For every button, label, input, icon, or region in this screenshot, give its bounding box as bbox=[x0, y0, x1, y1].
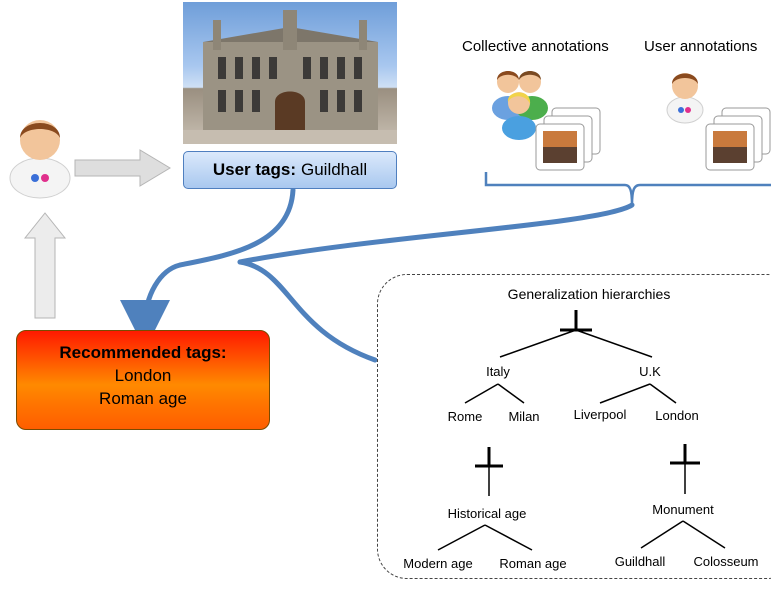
hierarchy-node-monument: Monument bbox=[652, 502, 714, 517]
hierarchy-node-guildhall: Guildhall bbox=[614, 554, 666, 569]
user-tags-label: User tags: bbox=[212, 160, 296, 179]
hierarchy-node-roman-age: Roman age bbox=[499, 556, 567, 571]
recommended-tag: London bbox=[114, 366, 172, 385]
hierarchy-tree-lines bbox=[437, 310, 726, 551]
user-tags-box: User tags: Guildhall bbox=[183, 151, 397, 189]
hierarchy-node-milan: Milan bbox=[508, 409, 540, 424]
generalization-hierarchies-panel bbox=[377, 274, 771, 579]
user-annotations-label: User annotations bbox=[644, 38, 758, 55]
recommended-tag: Roman age bbox=[99, 389, 187, 408]
building-illustration bbox=[183, 10, 397, 144]
gray-right-arrow-icon bbox=[74, 149, 171, 187]
hierarchy-title: Generalization hierarchies bbox=[507, 286, 671, 302]
recommended-tags-box: Recommended tags: London Roman age bbox=[16, 330, 270, 430]
hierarchy-node-italy: Italy bbox=[486, 364, 510, 379]
hierarchy-node-rome: Rome bbox=[447, 409, 483, 424]
guildhall-photo bbox=[183, 2, 397, 144]
annotations-brace bbox=[484, 172, 771, 206]
hierarchy-node-liverpool: Liverpool bbox=[573, 407, 627, 422]
blue-flow-arrow bbox=[120, 187, 635, 363]
photo-stack-icon bbox=[705, 107, 771, 171]
hierarchy-node-london: London bbox=[655, 408, 699, 423]
user-avatar-icon bbox=[666, 73, 704, 124]
user-tags-value: Guildhall bbox=[300, 160, 368, 179]
hierarchy-node-historical-age: Historical age bbox=[447, 506, 527, 521]
gray-up-arrow-icon bbox=[23, 212, 67, 319]
hierarchy-node-uk: U.K bbox=[639, 364, 661, 379]
collective-annotations-label: Collective annotations bbox=[462, 38, 609, 55]
photo-stack-icon bbox=[535, 107, 601, 171]
hierarchy-node-colosseum: Colosseum bbox=[693, 554, 759, 569]
recommended-tags-title: Recommended tags: bbox=[59, 343, 227, 362]
user-avatar-icon bbox=[9, 120, 71, 199]
hierarchy-node-modern-age: Modern age bbox=[403, 556, 473, 571]
user-group-icon bbox=[492, 71, 548, 140]
